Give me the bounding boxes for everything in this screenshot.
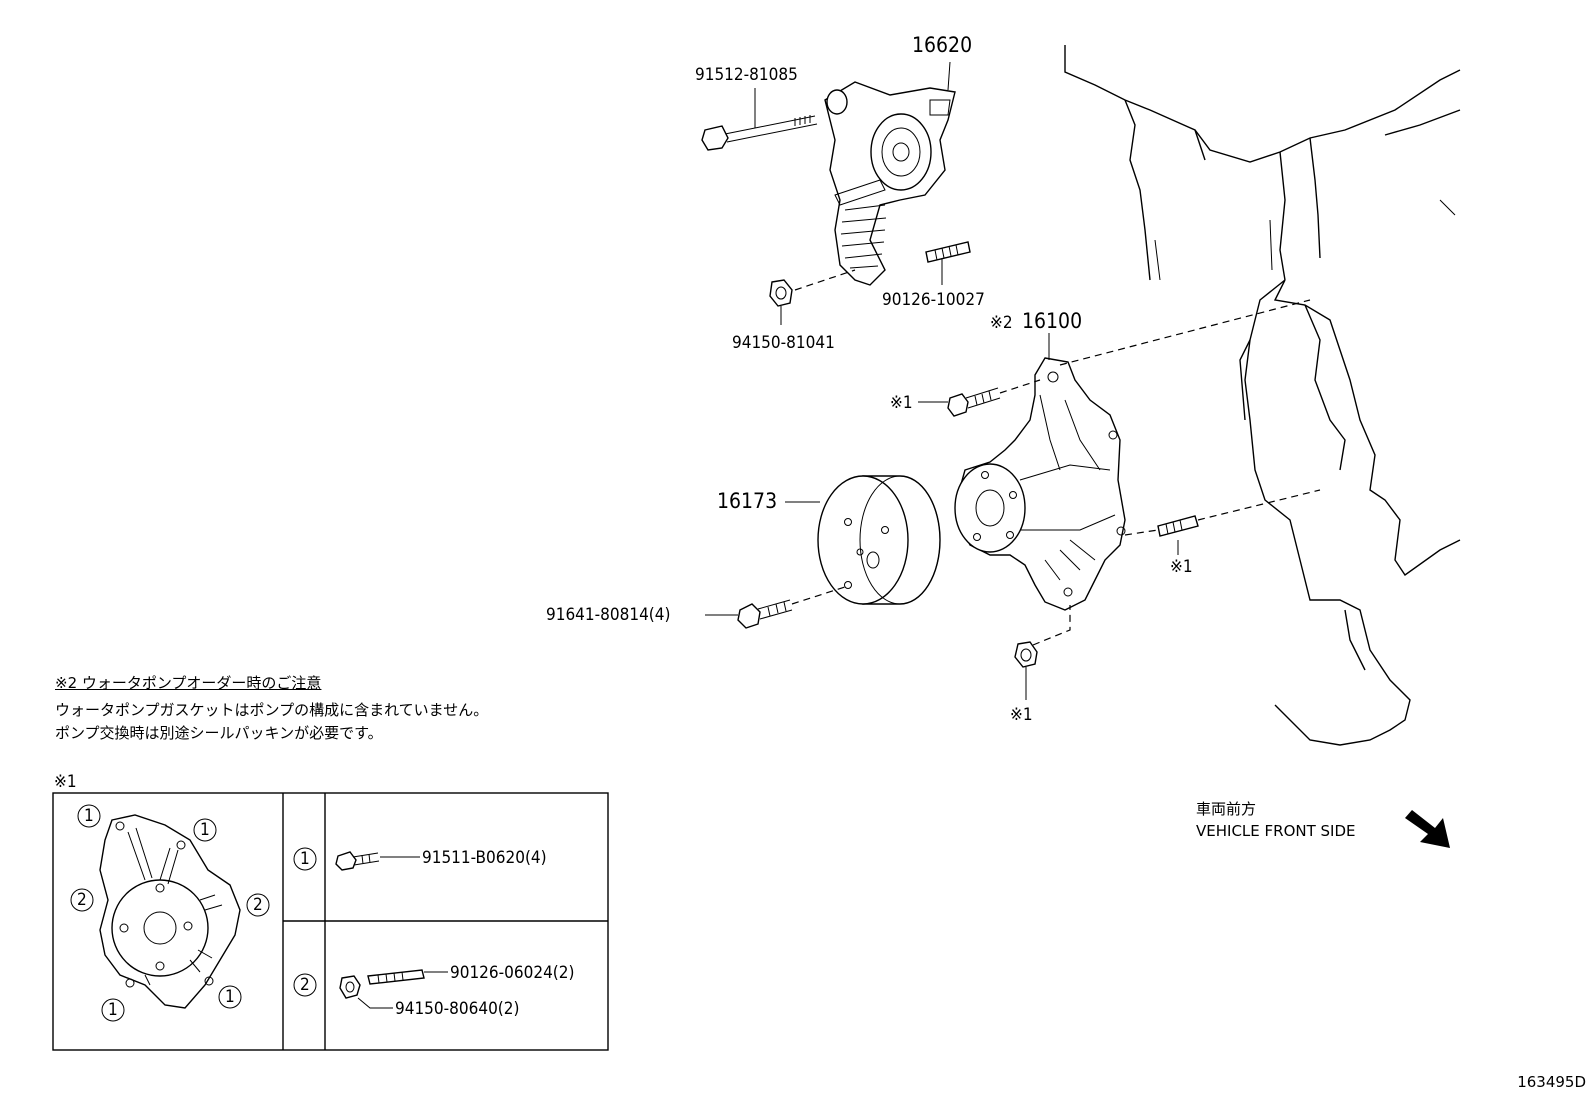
- callout-mark-2: ※2: [990, 313, 1013, 333]
- belt-tensioner: [701, 61, 971, 325]
- legend-mark: ※1: [54, 772, 77, 792]
- callout-16173: 16173: [717, 489, 777, 513]
- engine-block-outline: [1064, 45, 1461, 746]
- callout-mark-1-bolt: ※1: [890, 393, 913, 413]
- legend-row2-key: 2: [300, 975, 310, 995]
- water-pump: [918, 299, 1321, 700]
- callout-16100: 16100: [1022, 309, 1082, 333]
- legend-row2-part-a: 90126-06024(2): [450, 963, 574, 983]
- legend-key-label: 2: [77, 890, 87, 910]
- callout-16620: 16620: [912, 33, 972, 57]
- legend-key-label: 1: [84, 806, 94, 826]
- callout-90126-10027: 90126-10027: [882, 290, 985, 310]
- callout-mark-1-stud: ※1: [1170, 557, 1193, 577]
- note-line-2: ポンプ交換時は別途シールパッキンが必要です。: [55, 724, 383, 742]
- drawing-code: 163495D: [1517, 1073, 1586, 1091]
- callout-91641-80814: 91641-80814(4): [546, 605, 670, 625]
- legend-key-label: 1: [225, 987, 235, 1007]
- legend-table-frame: [52, 792, 609, 1051]
- direction-label-en: VEHICLE FRONT SIDE: [1196, 822, 1356, 840]
- legend-key-label: 2: [253, 895, 263, 915]
- direction-label-jp: 車両前方: [1196, 800, 1257, 818]
- note-title: ※2 ウォータポンプオーダー時のご注意: [55, 674, 322, 692]
- legend-hardware: [335, 851, 448, 1009]
- callout-mark-1-nut: ※1: [1010, 705, 1033, 725]
- legend-row1-part: 91511-B0620(4): [422, 848, 547, 868]
- note-line-1: ウォータポンプガスケットはポンプの構成に含まれていません。: [55, 701, 489, 719]
- legend-pump-sketch: [99, 814, 241, 1009]
- legend-key-label: 1: [200, 820, 210, 840]
- legend-key-label: 1: [108, 1000, 118, 1020]
- legend-row1-key: 1: [300, 849, 310, 869]
- callout-94150-81041: 94150-81041: [732, 333, 835, 353]
- water-pump-pulley: [705, 475, 941, 629]
- legend-key-circles: [70, 804, 317, 1022]
- callout-91512-81085: 91512-81085: [695, 65, 798, 85]
- front-direction-arrow-icon: [1405, 810, 1450, 848]
- legend-row2-part-b: 94150-80640(2): [395, 999, 519, 1019]
